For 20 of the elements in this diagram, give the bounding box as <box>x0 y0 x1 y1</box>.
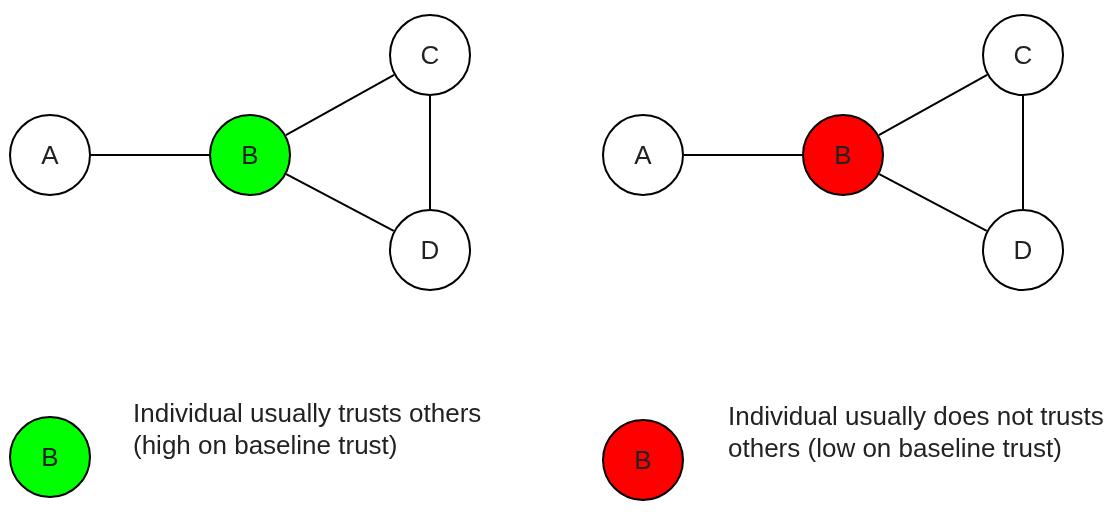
node-circle: A <box>602 114 684 196</box>
node-circle: D <box>389 209 471 291</box>
connector-line <box>284 73 396 137</box>
node-circle: B <box>209 114 291 196</box>
node-circle: C <box>982 14 1064 96</box>
connector-line <box>1022 95 1024 210</box>
connector-line <box>90 154 210 156</box>
legend-text: Individual usually trusts others (high on baseline trust) <box>133 397 483 461</box>
legend-text: Individual usually does not trusts others (low on baseline trust) <box>728 400 1105 464</box>
connector-line <box>429 95 431 210</box>
connector-line <box>683 154 803 156</box>
node-circle: C <box>389 14 471 96</box>
connector-line <box>285 173 395 232</box>
connector-line <box>877 73 989 137</box>
node-circle: B <box>802 114 884 196</box>
node-circle: B <box>9 416 91 498</box>
connector-line <box>878 173 988 232</box>
node-circle: D <box>982 209 1064 291</box>
node-circle: A <box>9 114 91 196</box>
node-circle: B <box>602 419 684 501</box>
